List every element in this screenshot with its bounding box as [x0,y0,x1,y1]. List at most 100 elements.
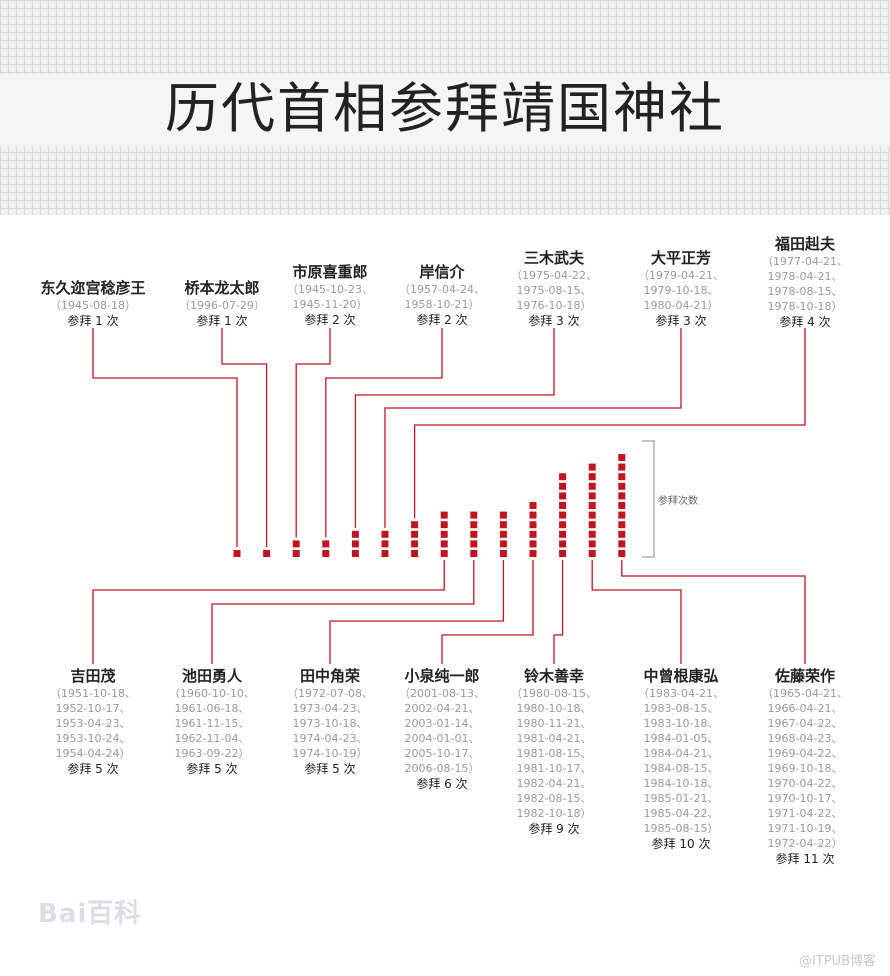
pm-name: 大平正芳 [650,249,711,267]
bar-square [529,540,537,548]
count-bracket [642,440,655,558]
bar-square [263,550,271,557]
visit-date: 1985-08-15） [643,822,719,835]
visit-date: 1958-10-21） [404,298,480,311]
visit-date: 1969-10-18、 [767,762,843,775]
pm-name: 中曾根康弘 [643,667,719,685]
pm-label: 市原喜重郎（1945-10-23、1945-11-20）参拜 2 次 [287,262,373,329]
bar-square [559,540,567,548]
bar-square [411,530,419,538]
bar-square [618,473,626,481]
bar-square [559,482,567,490]
visit-date: 1970-10-17、 [767,792,843,805]
itpub-watermark: @ITPUB博客 [798,954,876,969]
bar-square [559,521,567,529]
bar-square [529,511,537,519]
bar-square [618,540,626,548]
visit-date: 1972-04-22） [767,837,843,850]
visit-date: 2005-10-17、 [404,747,480,760]
connector-line [354,328,555,528]
visit-date: 1953-10-24、 [55,732,131,745]
bar-square [351,540,359,548]
visit-count: 参拜 1 次 [196,314,248,328]
visit-date: 2002-04-21、 [404,702,480,715]
bar-square [411,521,419,529]
bar-square [440,530,448,538]
pm-label: 吉田茂（1951-10-18、1952-10-17、1953-04-23、195… [50,666,136,778]
bar-square [559,550,567,557]
visit-date: （2001-08-13、 [399,687,485,700]
visit-date: 1981-10-17、 [516,762,592,775]
bar-square [411,550,419,557]
visit-date: 1982-10-18） [516,807,592,820]
visit-date: 1952-10-17、 [55,702,131,715]
bar-square [588,482,596,490]
visit-date: 1961-06-18、 [174,702,250,715]
bar-square [292,550,300,557]
visit-count: 参拜 9 次 [528,822,580,836]
pm-name: 东久迩宫稔彦王 [40,279,146,297]
visit-date: 1980-10-18、 [516,702,592,715]
visit-date: 2003-01-14、 [404,717,480,730]
visit-date: （1945-08-18） [50,299,136,312]
visit-count: 参拜 5 次 [304,762,356,776]
bar-square [559,530,567,538]
visit-count: 参拜 6 次 [416,777,468,791]
pm-name: 铃木善幸 [523,667,584,685]
pm-label: 大平正芳（1979-04-21、1979-10-18、1980-04-21）参拜… [638,248,724,330]
visit-date: （1965-04-21、 [762,687,848,700]
count-axis-label: 参拜次数 [658,496,698,507]
visit-count: 参拜 10 次 [651,837,711,851]
bar-square [529,550,537,557]
bar-square [470,511,478,519]
visit-date: 1969-04-22、 [767,747,843,760]
visit-count: 参拜 5 次 [186,762,238,776]
visit-date: 1968-04-23、 [767,732,843,745]
bar-square [322,550,330,557]
pm-label: 铃木善幸（1980-08-15、1980-10-18、1980-11-21、19… [511,666,597,838]
pm-name: 佐藤荣作 [774,667,835,685]
bar-square [440,540,448,548]
visit-date: 1966-04-21、 [767,702,843,715]
pm-label: 福田赳夫（1977-04-21、1978-04-21、1978-08-15、19… [762,234,848,331]
connector-line [92,560,445,664]
visit-date: （1975-04-22、 [511,269,597,282]
pm-label: 池田勇人（1960-10-10、1961-06-18、1961-11-15、19… [169,666,255,778]
bar-square [499,540,507,548]
bar-square [588,492,596,500]
visit-count: 参拜 2 次 [416,313,468,327]
visit-date: 1974-10-19） [292,747,368,760]
connector-line [441,560,534,664]
visit-count: 参拜 5 次 [67,762,119,776]
baidu-watermark: Bai百科 [38,899,142,929]
pm-name: 池田勇人 [181,667,242,685]
pm-label: 中曾根康弘（1983-04-21、1983-08-15、1983-10-18、1… [638,666,724,853]
bar-square [559,502,567,509]
visit-date: 1984-08-15、 [643,762,719,775]
bar-square [470,540,478,548]
title-band [0,74,890,146]
visit-date: （1945-10-23、 [287,283,373,296]
bar-square [351,550,359,557]
bar-square [381,530,389,538]
visit-date: 1978-08-15、 [767,285,843,298]
bar-square [470,521,478,529]
bar-square [529,521,537,529]
pm-name: 桥本龙太郎 [184,279,260,297]
bar-square [411,540,419,548]
pm-name: 田中角荣 [299,667,360,685]
visit-date: 1953-04-23、 [55,717,131,730]
visit-date: 1970-04-22、 [767,777,843,790]
visit-date: 2006-08-15） [404,762,480,775]
visit-date: 1982-04-21、 [516,777,592,790]
visit-count: 参拜 3 次 [528,314,580,328]
visit-date: 1982-08-15、 [516,792,592,805]
pm-label: 小泉纯一郎（2001-08-13、2002-04-21、2003-01-14、2… [399,666,485,793]
bar-square [529,502,537,509]
bar-square [618,482,626,490]
connector-line [295,328,331,538]
visit-date: （1951-10-18、 [50,687,136,700]
visit-date: 1967-04-22、 [767,717,843,730]
visit-date: （1960-10-10、 [169,687,255,700]
